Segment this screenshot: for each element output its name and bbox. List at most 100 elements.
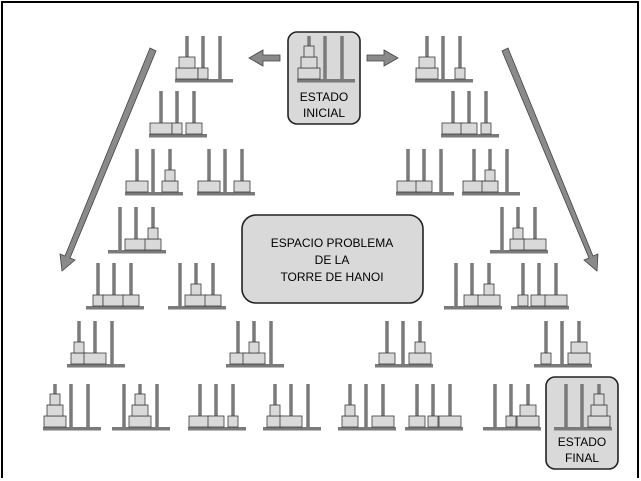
disk-1: [228, 416, 238, 427]
disk-3: [150, 123, 172, 134]
tower-state-r6: [534, 321, 592, 368]
tower-base: [534, 364, 592, 368]
disk-3: [588, 416, 610, 427]
disk-3: [524, 239, 546, 250]
center-label-line2: DE LA: [315, 253, 350, 267]
disk-1: [165, 170, 175, 181]
tower-state-m6b: [375, 321, 433, 368]
center-label-line1: ESPACIO PROBLEMA: [271, 236, 393, 250]
disk-3: [478, 295, 500, 306]
disk-2: [301, 57, 317, 68]
disk-2: [409, 416, 425, 427]
tower-peg: [401, 321, 405, 364]
tower-base: [483, 427, 541, 431]
tower-peg: [306, 384, 310, 427]
disk-3: [545, 295, 567, 306]
disk-2: [510, 239, 526, 250]
disk-2: [531, 295, 547, 306]
tower-state-b2: [112, 384, 170, 431]
disk-1: [74, 342, 84, 353]
disk-2: [47, 405, 63, 416]
tower-base: [462, 192, 520, 196]
disk-2: [571, 342, 587, 353]
disk-1: [172, 123, 182, 134]
disk-3: [198, 181, 220, 192]
disk-3: [84, 353, 106, 364]
disk-1: [518, 295, 528, 306]
disk-2: [416, 181, 432, 192]
tower-state-m6a: [226, 321, 284, 368]
disk-2: [132, 405, 148, 416]
tower-state-l2: [149, 91, 207, 138]
tower-state-r1: [415, 36, 473, 83]
disk-1: [93, 295, 103, 306]
tower-base: [441, 134, 499, 138]
tower-peg: [439, 149, 443, 192]
disk-1: [594, 394, 604, 405]
tower-base: [554, 427, 612, 431]
disk-1: [455, 68, 465, 79]
disk-3: [103, 295, 125, 306]
tower-peg: [110, 321, 114, 364]
disk-3: [298, 68, 320, 79]
tower-base: [112, 427, 170, 431]
disk-3: [372, 416, 394, 427]
tower-state-r3b: [462, 149, 520, 196]
tower-state-r2: [441, 91, 499, 138]
disk-3: [243, 353, 265, 364]
tower-state-l1: [175, 36, 233, 83]
disk-1: [481, 123, 491, 134]
disk-3: [126, 181, 148, 192]
tower-base: [67, 364, 125, 368]
tower-base: [108, 250, 166, 254]
tower-peg: [86, 384, 90, 427]
tower-state-b3: [188, 384, 246, 431]
tower-peg: [441, 36, 445, 79]
tower-peg: [560, 321, 564, 364]
tower-base: [297, 79, 355, 83]
disk-1: [135, 394, 145, 405]
disk-1: [484, 284, 494, 295]
tower-peg: [364, 384, 368, 427]
disk-2: [379, 353, 395, 364]
disk-1: [428, 416, 438, 427]
tower-base: [149, 134, 207, 138]
tower-peg: [151, 149, 155, 192]
disk-2: [591, 405, 607, 416]
disk-2: [234, 181, 250, 192]
disk-3: [280, 416, 302, 427]
tower-peg: [493, 384, 497, 427]
disk-2: [482, 181, 498, 192]
disk-1: [50, 394, 60, 405]
disk-3: [439, 416, 461, 427]
tower-state-r5b: [511, 263, 569, 310]
tower-base: [375, 364, 433, 368]
left-arrow: [249, 50, 280, 66]
disk-3: [176, 68, 198, 79]
disk-2: [145, 239, 161, 250]
disk-1: [304, 46, 314, 57]
tower-peg: [69, 384, 73, 427]
tower-base: [511, 306, 569, 310]
tower-peg: [564, 384, 568, 427]
tower-state-l5b: [168, 263, 226, 310]
tower-base: [125, 192, 183, 196]
tower-base: [86, 306, 144, 310]
tower-base: [43, 427, 101, 431]
tower-state-b1: [43, 384, 101, 431]
disk-1: [415, 342, 425, 353]
initial-state-label-line2: INICIAL: [303, 106, 345, 120]
final-state-label-line2: FINAL: [565, 451, 599, 465]
tower-state-r5a: [444, 263, 502, 310]
disk-2: [179, 57, 195, 68]
disk-3: [568, 353, 590, 364]
disk-3: [125, 239, 147, 250]
final-state-label-line1: ESTADO: [558, 435, 606, 449]
disk-2: [461, 123, 477, 134]
tower-peg: [454, 263, 458, 306]
disk-1: [541, 353, 551, 364]
disk-2: [205, 295, 221, 306]
disk-1: [506, 416, 516, 427]
tower-state-l5a: [86, 263, 144, 310]
tower-state-b7: [483, 384, 541, 431]
